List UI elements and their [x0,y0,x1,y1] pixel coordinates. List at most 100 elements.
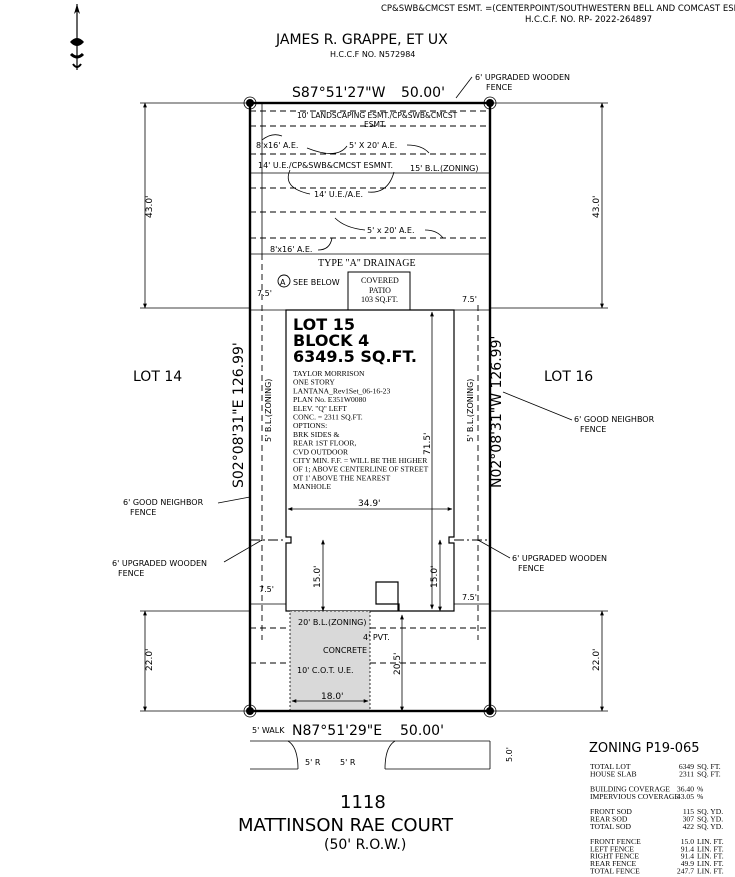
neighbor-lot-14: LOT 14 [133,369,182,385]
zoning-row-unit: SQ. YD. [697,815,723,824]
corner-pin-icon [486,707,494,715]
dim-20-5: 20.5' [393,652,403,675]
fence-top-right-l2: FENCE [486,83,512,92]
fence-right-upgraded-l2: FENCE [518,564,544,573]
lot-name: LOT 15 [293,315,355,334]
side-7-5-right-top: 7.5' [462,295,477,304]
lot-boundary [248,101,492,713]
house-note-line: OT 1' ABOVE THE NEAREST [293,473,391,482]
drainage-label: TYPE "A" DRAINAGE [318,258,416,269]
fence-left-good-l1: 6' GOOD NEIGHBOR [123,498,204,507]
easement-8x16-top: 8'x16' A.E. [256,141,298,150]
zoning-row-value: 43.05 [677,792,694,801]
house-note-line: ONE STORY [293,378,335,387]
dim-5-walk: 5.0' [505,747,514,762]
north-distance: 50.00' [401,85,445,101]
see-below-marker: A [280,278,286,287]
corner-pin-icon [246,99,254,107]
fence-left-upgraded-l1: 6' UPGRADED WOODEN [112,559,207,568]
zoning-row-label: REAR SOD [590,815,628,824]
easement-14-ue-b: 14' U.E./A.E. [314,190,363,199]
side-7-5-right-bottom: 7.5' [462,593,477,602]
radius-right: 5' R [340,758,356,767]
zoning-row-unit: SQ. YD. [697,822,723,831]
easement-header-line1: CP&SWB&CMCST ESMT. =(CENTERPOINT/SOUTHWE… [381,4,735,14]
zoning-row-label: TOTAL SOD [590,822,631,831]
house-note-line: CVD OUTDOOR [293,447,349,456]
pvt-4: 4' PVT. [363,633,390,642]
house-note-line: OF 1; ABOVE CENTERLINE OF STREET [293,465,429,474]
zoning-row-value: 36.40 [677,785,694,794]
fence-right-upgraded-l1: 6' UPGRADED WOODEN [512,554,607,563]
house-note-line: LANTANA_Rev1Set_06-16-23 [293,386,390,395]
house-note-line: TAYLOR MORRISON [293,369,365,378]
side-7-5-left-bottom: 7.5' [259,585,274,594]
dim-22-right: 22.0' [592,648,602,671]
fence-left-good-l2: FENCE [130,508,156,517]
zoning-row-unit: SQ. YD. [697,807,723,816]
bl-right: 5' B.L.(ZONING) [466,379,475,442]
dim-34-9: 34.9' [358,499,381,509]
zoning-row-value: 91.4 [681,844,694,853]
easement-5x20-mid: 5' x 20' A.E. [367,226,415,235]
zoning-row-value: 6349 [679,762,694,771]
zoning-row-value: 307 [683,815,695,824]
dim-15-left: 15.0' [313,565,323,588]
house-note-line: ELEV. "Q" LEFT [293,404,347,413]
dim-22-left: 22.0' [145,648,155,671]
zoning-row-value: 15.0 [681,837,694,846]
dim-43-right: 43.0' [592,195,602,218]
house-note-line: BRK SIDES & [293,430,340,439]
north-bearing: S87°51'27"W [292,85,386,101]
house-note-line: REAR 1ST FLOOR, [293,439,356,448]
easement-header-line2: H.C.C.F. NO. RP- 2022-264897 [525,15,652,25]
zoning-row-label: FRONT SOD [590,807,632,816]
fence-right-good-l2: FENCE [580,425,606,434]
zoning-row-unit: LIN. FT. [697,837,724,846]
zoning-row-value: 115 [683,807,694,816]
lot-area: 6349.5 SQ.FT. [293,347,417,366]
zoning-row-label: BUILDING COVERAGE [590,785,670,794]
see-below-label: SEE BELOW [293,278,340,287]
zoning-row-unit: % [697,792,704,801]
bl-20: 20' B.L.(ZONING) [298,618,367,627]
owner-hccf: H.C.C.F NO. N572984 [330,50,415,59]
dim-15-right: 15.0' [430,565,440,588]
zoning-row-value: 422 [683,822,695,831]
easement-14-ue-a: 14' U.E./CP&SWB&CMCST ESMNT. [258,161,393,170]
covered-patio [347,271,411,311]
zoning-row-unit: LIN. FT. [697,859,724,868]
south-bearing: N87°51'29"E [292,723,382,739]
zoning-title: ZONING P19-065 [589,741,700,756]
bl-left: 5' B.L.(ZONING) [264,379,273,442]
zoning-row-unit: LIN. FT. [697,844,724,853]
zoning-row-unit: SQ. FT. [697,762,721,771]
zoning-row-label: RIGHT FENCE [590,852,639,861]
zoning-row-label: TOTAL FENCE [590,866,640,875]
address-number: 1118 [340,792,386,813]
zoning-row-label: LEFT FENCE [590,844,634,853]
zoning-row-label: REAR FENCE [590,859,637,868]
lot-block: BLOCK 4 [293,331,369,350]
zoning-row-label: TOTAL LOT [590,762,631,771]
walk-label: 5' WALK [252,726,285,735]
south-distance: 50.00' [400,723,444,739]
radius-left: 5' R [305,758,321,767]
zoning-row-unit: % [697,785,704,794]
patio-line1: COVERED [361,276,399,285]
fence-right-good-l1: 6' GOOD NEIGHBOR [574,415,655,424]
dim-18: 18.0' [321,692,344,702]
zoning-row-label: FRONT FENCE [590,837,641,846]
zoning-row-unit: LIN. FT. [697,866,724,875]
owner-name: JAMES R. GRAPPE, ET UX [275,32,448,48]
zoning-row-label: IMPERVIOUS COVERAGE [590,792,679,801]
west-bearing: S02°08'31"E 126.99' [231,342,247,488]
dim-71-5: 71.5' [423,432,433,455]
patio-line2: PATIO [369,286,391,295]
easement-5x20-top: 5' X 20' A.E. [349,141,397,150]
dim-43-left: 43.0' [145,195,155,218]
house-note-line: PLAN No. E351W0080 [293,395,366,404]
